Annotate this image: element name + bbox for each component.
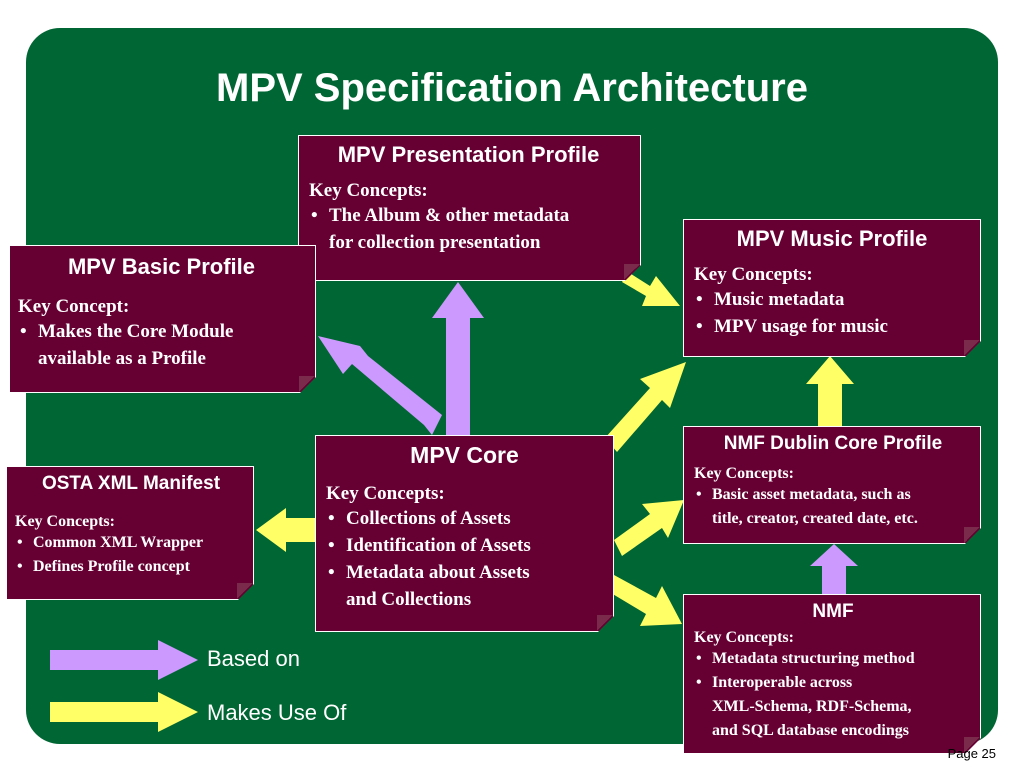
presentation-profile-title: MPV Presentation Profile bbox=[337, 142, 600, 167]
list-item: XML-Schema, RDF-Schema, bbox=[712, 698, 912, 715]
list-item: and Collections bbox=[346, 589, 472, 610]
basic-concepts-list: Makes the Core Module available as a Pro… bbox=[18, 318, 305, 372]
list-item: Defines Profile concept bbox=[15, 555, 247, 579]
nmf-title: NMF bbox=[812, 601, 854, 622]
list-item: MPV usage for music bbox=[694, 313, 970, 340]
arrow-core-to-nmf bbox=[606, 575, 682, 626]
legend-based-on-label: Based on bbox=[207, 646, 300, 671]
legend-makes-use-of-label: Makes Use Of bbox=[207, 700, 347, 725]
dublin-key-concepts: Key Concepts: bbox=[694, 465, 794, 482]
list-item: Basic asset metadata, such as bbox=[694, 483, 972, 507]
slide-title: MPV Specification Architecture bbox=[216, 66, 808, 110]
list-item: The Album & other metadata bbox=[309, 202, 628, 229]
presentation-concepts-list: The Album & other metadata for collectio… bbox=[309, 202, 628, 256]
list-item: Music metadata bbox=[694, 286, 970, 313]
music-concepts-list: Music metadata MPV usage for music bbox=[694, 286, 970, 340]
osta-manifest-title: OSTA XML Manifest bbox=[41, 473, 221, 494]
music-profile-title: MPV Music Profile bbox=[736, 226, 928, 251]
nmf-key-concepts: Key Concepts: bbox=[694, 629, 794, 646]
core-key-concepts: Key Concepts: bbox=[326, 483, 445, 504]
arrow-nmf-to-dublin bbox=[810, 544, 858, 594]
dublin-core-title: NMF Dublin Core Profile bbox=[723, 433, 943, 454]
nmf-concepts-list: Metadata structuring method Interoperabl… bbox=[694, 647, 972, 743]
core-concepts-list: Collections of Assets Identification of … bbox=[326, 505, 603, 613]
arrow-dublin-to-music bbox=[806, 356, 854, 426]
dublin-core-box: NMF Dublin Core Profile Key Concepts: Ba… bbox=[683, 426, 981, 544]
basic-profile-title: MPV Basic Profile bbox=[67, 254, 256, 279]
arrow-core-to-basic bbox=[318, 336, 442, 435]
list-item: Interoperable across bbox=[694, 671, 972, 695]
list-item: Makes the Core Module bbox=[18, 318, 305, 345]
list-item: title, creator, created date, etc. bbox=[712, 510, 918, 527]
list-item: for collection presentation bbox=[329, 232, 541, 253]
list-item: Metadata structuring method bbox=[694, 647, 972, 671]
presentation-profile-box: MPV Presentation Profile Key Concepts: T… bbox=[298, 135, 641, 281]
list-item: Common XML Wrapper bbox=[15, 531, 247, 555]
list-item: available as a Profile bbox=[38, 348, 206, 369]
arrow-core-to-dublin bbox=[614, 500, 684, 556]
core-title: MPV Core bbox=[410, 442, 519, 468]
list-item: Collections of Assets bbox=[326, 505, 603, 532]
legend-based-on-arrow bbox=[50, 640, 198, 680]
arrow-core-to-presentation bbox=[432, 282, 484, 435]
arrow-core-to-music bbox=[605, 362, 686, 452]
page-number: Page 25 bbox=[947, 746, 996, 761]
osta-concepts-list: Common XML Wrapper Defines Profile conce… bbox=[15, 531, 247, 579]
basic-profile-box: MPV Basic Profile Key Concept: Makes the… bbox=[9, 245, 316, 393]
nmf-box: NMF Key Concepts: Metadata structuring m… bbox=[683, 594, 981, 754]
list-item: Metadata about Assets bbox=[326, 559, 603, 586]
arrow-core-to-osta bbox=[256, 508, 316, 552]
osta-key-concepts: Key Concepts: bbox=[15, 513, 115, 530]
core-box: MPV Core Key Concepts: Collections of As… bbox=[315, 435, 614, 632]
list-item: Identification of Assets bbox=[326, 532, 603, 559]
basic-key-concept: Key Concept: bbox=[18, 296, 130, 317]
arrow-presentation-to-music bbox=[622, 272, 680, 306]
music-profile-box: MPV Music Profile Key Concepts: Music me… bbox=[683, 219, 981, 357]
list-item: and SQL database encodings bbox=[712, 722, 909, 739]
legend-makes-use-of-arrow bbox=[50, 692, 198, 732]
dublin-concepts-list: Basic asset metadata, such as title, cre… bbox=[694, 483, 972, 531]
presentation-key-concepts: Key Concepts: bbox=[309, 180, 428, 201]
osta-manifest-box: OSTA XML Manifest Key Concepts: Common X… bbox=[6, 466, 254, 600]
music-key-concepts: Key Concepts: bbox=[694, 264, 813, 285]
